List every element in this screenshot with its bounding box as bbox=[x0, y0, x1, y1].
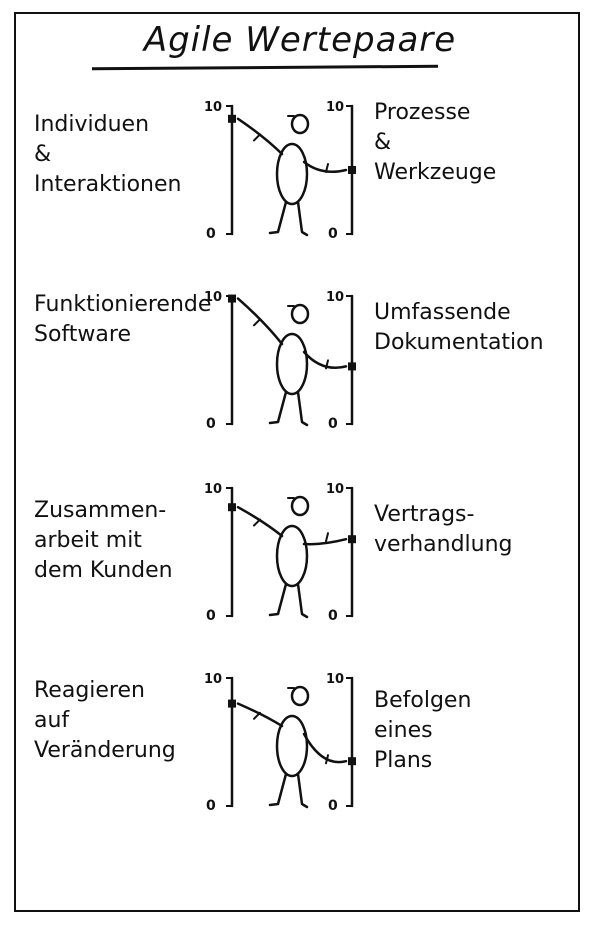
stick-figure bbox=[236, 685, 348, 809]
left-value-label: Funktionierende Software bbox=[34, 292, 212, 347]
stick-figure bbox=[236, 495, 348, 619]
scale-min-label: 0 bbox=[328, 416, 338, 432]
value-pair-3: Zusammen- arbeit mit dem Kunden Vertrags-… bbox=[0, 474, 600, 644]
scale-min-label: 0 bbox=[328, 798, 338, 814]
left-scale: 10 0 bbox=[204, 290, 234, 432]
scale-max-label: 10 bbox=[326, 482, 344, 497]
value-pair-1: Individuen & Interaktionen Prozesse & Wer… bbox=[0, 92, 600, 262]
left-level-marker bbox=[228, 294, 236, 303]
right-scale: 10 0 bbox=[326, 672, 354, 814]
left-value-label: Zusammen- arbeit mit dem Kunden bbox=[34, 498, 173, 583]
scale-min-label: 0 bbox=[328, 226, 338, 242]
scale-max-label: 10 bbox=[204, 672, 222, 687]
scale-min-label: 0 bbox=[206, 608, 216, 624]
scale-max-label: 10 bbox=[204, 100, 222, 115]
scale-min-label: 0 bbox=[328, 608, 338, 624]
scale-max-label: 10 bbox=[326, 100, 344, 115]
balance-figure: 10 0 10 0 bbox=[204, 482, 356, 624]
right-level-marker bbox=[348, 362, 356, 371]
right-value-label: Umfassende Dokumentation bbox=[374, 300, 544, 355]
balance-figure: 10 0 10 0 bbox=[204, 100, 356, 242]
left-level-marker bbox=[228, 699, 236, 708]
value-pair-4: Reagieren auf Veränderung Befolgen eines … bbox=[0, 664, 600, 834]
right-level-marker bbox=[348, 757, 356, 766]
left-level-marker bbox=[228, 114, 236, 123]
left-scale: 10 0 bbox=[204, 672, 234, 814]
scale-max-label: 10 bbox=[326, 672, 344, 687]
value-pair-2: Funktionierende Software Umfassende Dokum… bbox=[0, 282, 600, 452]
scale-min-label: 0 bbox=[206, 226, 216, 242]
scale-max-label: 10 bbox=[326, 290, 344, 305]
scale-max-label: 10 bbox=[204, 290, 222, 305]
scale-max-label: 10 bbox=[204, 482, 222, 497]
left-scale: 10 0 bbox=[204, 100, 234, 242]
balance-figure: 10 0 10 0 bbox=[204, 672, 356, 814]
scale-min-label: 0 bbox=[206, 798, 216, 814]
left-scale: 10 0 bbox=[204, 482, 234, 624]
right-level-marker bbox=[348, 166, 356, 174]
balance-figure: 10 0 10 0 bbox=[204, 290, 356, 432]
right-scale: 10 0 bbox=[326, 290, 354, 432]
left-level-marker bbox=[228, 503, 236, 512]
left-value-label: Individuen & Interaktionen bbox=[34, 112, 182, 197]
right-value-label: Prozesse & Werkzeuge bbox=[374, 100, 497, 185]
right-level-marker bbox=[348, 535, 356, 544]
stick-figure bbox=[236, 113, 348, 237]
right-value-label: Befolgen eines Plans bbox=[374, 688, 472, 773]
left-value-label: Reagieren auf Veränderung bbox=[34, 678, 176, 763]
stick-figure bbox=[236, 297, 348, 427]
scale-min-label: 0 bbox=[206, 416, 216, 432]
right-scale: 10 0 bbox=[326, 482, 354, 624]
right-value-label: Vertrags- verhandlung bbox=[374, 502, 513, 557]
page-title: Agile Wertepaare bbox=[143, 20, 457, 60]
